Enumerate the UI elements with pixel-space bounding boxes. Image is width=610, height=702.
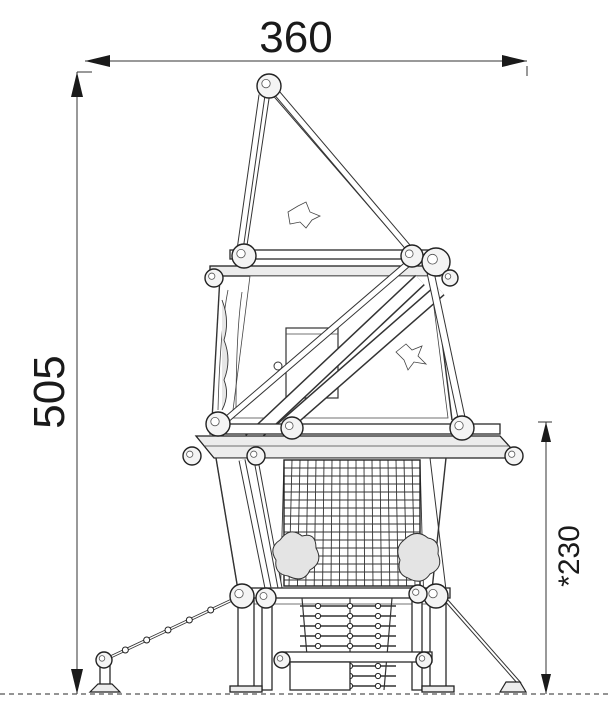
height-dimension: 505 [25, 71, 92, 694]
left-climbing-blob [272, 531, 320, 580]
width-dimension: 360 [85, 13, 528, 76]
right-leg-inner [411, 597, 423, 691]
height-label: 505 [25, 355, 74, 428]
right-climbing-blob [397, 533, 441, 582]
left-leg-inner [261, 597, 273, 691]
left-leg [237, 597, 255, 691]
climbing-hold-icon [287, 201, 321, 229]
platform-height-label: *230 [553, 525, 586, 587]
platform-height-dimension: *230 [538, 421, 586, 694]
platform-deck [194, 435, 522, 459]
right-leg [429, 597, 447, 691]
top-triangle-panel [245, 90, 414, 257]
climbing-hold-icon [395, 343, 428, 371]
tower-structure [88, 73, 528, 693]
width-label: 360 [259, 13, 332, 62]
left-climbing-panel [221, 299, 229, 411]
ball-joints [95, 73, 524, 669]
